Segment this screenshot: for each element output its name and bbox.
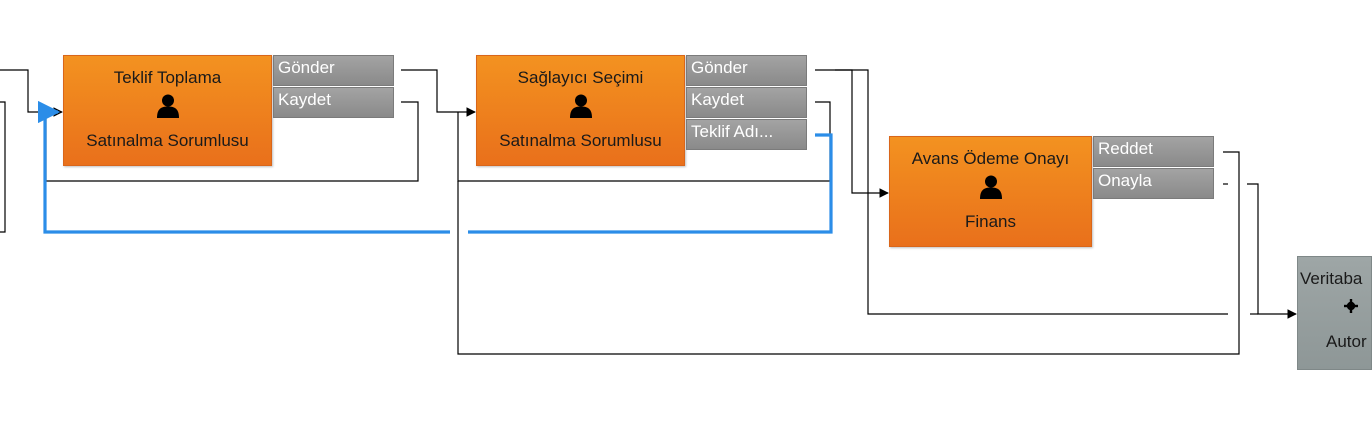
task-saglayici-secimi[interactable]: Sağlayıcı Seçimi Satınalma Sorumlusu (476, 55, 685, 166)
action-teklif-adi-button[interactable]: Teklif Adı... (686, 119, 807, 150)
task-role: Satınalma Sorumlusu (499, 131, 662, 150)
connector-teklif-adi-highlight-b (37, 100, 450, 234)
gear-icon (1344, 299, 1358, 313)
connector-gonder-2b (835, 69, 1228, 315)
user-icon (156, 94, 179, 118)
action-kaydet-button[interactable]: Kaydet (686, 87, 807, 118)
task-title: Veritaba (1300, 269, 1363, 288)
action-kaydet-button[interactable]: Kaydet (273, 87, 394, 118)
task-role: Autor (1326, 332, 1367, 351)
action-onayla-button[interactable]: Onayla (1093, 168, 1214, 199)
user-icon (569, 94, 592, 118)
connector-gonder-2a (815, 69, 889, 198)
task-role: Finans (964, 212, 1017, 231)
connector-in-teklif (0, 69, 63, 117)
action-gonder-button[interactable]: Gönder (273, 55, 394, 86)
connector-left-edge (0, 101, 6, 233)
task-veritabani-auto[interactable]: Veritaba Autor (1297, 256, 1372, 370)
action-reddet-button[interactable]: Reddet (1093, 136, 1214, 167)
task-title: Sağlayıcı Seçimi (517, 68, 644, 87)
task-role: Satınalma Sorumlusu (86, 131, 249, 150)
task-title: Teklif Toplama (113, 68, 222, 87)
connector-teklif-adi-highlight-a (468, 133, 833, 234)
task-avans-odeme-onayi[interactable]: Avans Ödeme Onayı Finans (889, 136, 1092, 247)
task-teklif-toplama[interactable]: Teklif Toplama Satınalma Sorumlusu (63, 55, 272, 166)
user-icon (979, 175, 1002, 199)
task-title: Avans Ödeme Onayı (911, 149, 1070, 168)
action-gonder-button[interactable]: Gönder (686, 55, 807, 86)
connector-onayla-2 (1247, 183, 1297, 319)
connector-reddet (457, 151, 1240, 355)
connector-gonder-1 (401, 69, 476, 117)
